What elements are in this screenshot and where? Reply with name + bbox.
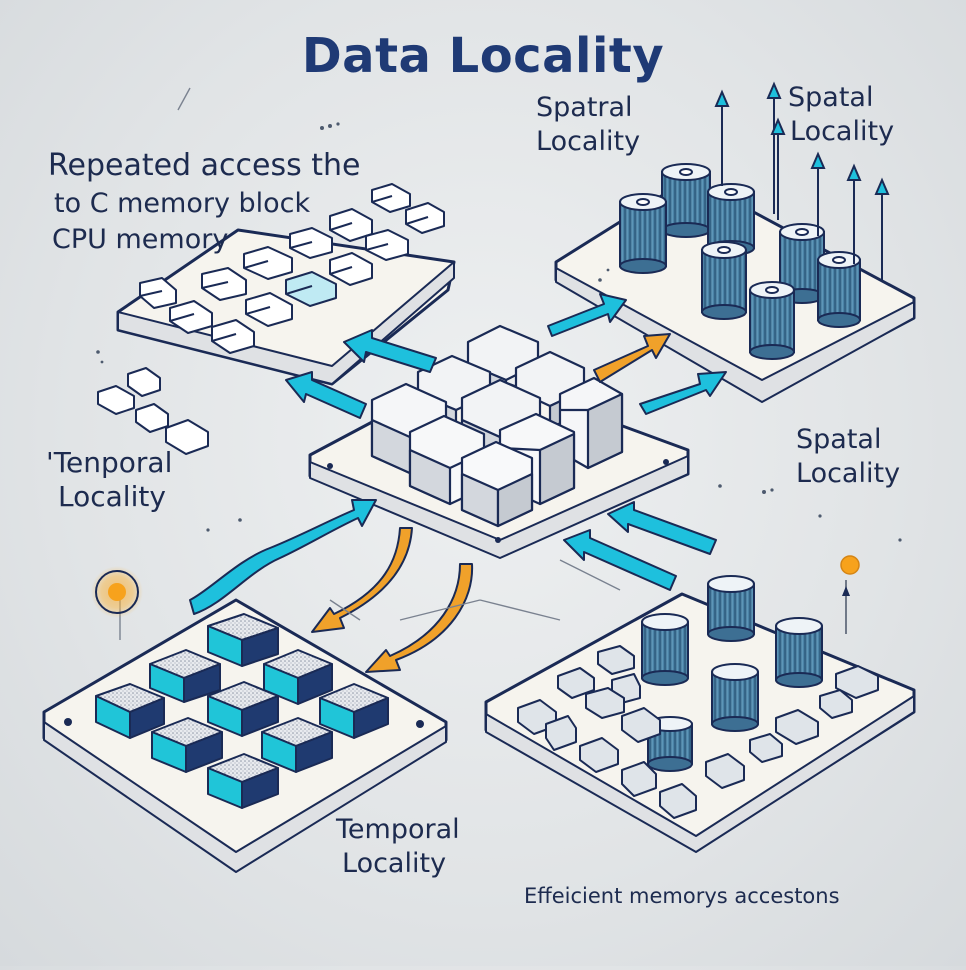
cube-icon [460,440,534,528]
cube-icon [319,683,389,739]
label-footer: Effeicient memorys accestons [524,884,840,908]
center-cube-cluster [370,324,624,528]
label-temporal-bottom-line1: Temporal [336,814,460,845]
label-temporal-bottom-line2: Locality [342,848,447,879]
label-repeated-access-line1: Repeated access the [48,148,361,183]
cube-icon [207,613,279,667]
cylinder-icon [775,617,823,688]
label-repeated-access-line2: to C memory block [54,188,311,219]
label-repeated-access-line3: CPU memory [52,224,229,255]
cube-icon [289,227,333,259]
label-temporal-left-line1: 'Tenporal [46,446,173,479]
cube-icon [139,277,177,309]
cylinder-icon [711,663,759,732]
cube-icon [95,683,165,739]
cylinders-top-right [619,163,861,360]
label-spatal-right-line2: Locality [790,116,895,147]
cube-icon [365,229,409,261]
cube-icon [211,319,255,354]
page-title: Data Locality [301,28,665,84]
connector-lines [119,87,621,640]
cylinder-icon [701,241,747,320]
cylinder-icon [641,613,689,686]
decor-dots [96,122,902,542]
label-spatal-right-line1: Spatal [788,82,874,113]
label-spatal-top-line1: Spatral [536,92,633,123]
cube-icon [405,202,445,234]
cube-icon [149,649,221,703]
label-spatal-top-line2: Locality [536,126,641,157]
cylinder-icon [707,575,755,642]
cube-icon [285,271,337,307]
cylinder-icon [661,163,711,238]
memory-blocks-bottom-left [95,613,389,809]
bulb-icon [840,555,860,634]
upward-pins [714,81,890,280]
cube-icon [207,681,279,737]
cylinder-icon [619,193,667,274]
cylinder-icon [749,281,795,360]
label-temporal-left-line2: Locality [58,480,166,513]
cube-icon [151,717,223,773]
memory-blocks-bottom-right [517,575,879,819]
cube-icon [263,649,333,705]
sun-icon [91,566,143,618]
cube-icon [371,183,411,213]
memory-blocks-top-left [139,183,445,354]
cube-icon [243,246,293,280]
arrow-icon [189,293,727,673]
cube-icon [245,292,293,327]
cube-icon [201,267,247,301]
cube-icon [261,717,333,773]
cube-icon [558,376,624,470]
label-spatal-mid-line2: Locality [796,458,901,489]
loose-cubes [97,367,209,455]
cube-icon [329,208,373,242]
cylinder-icon [817,251,861,328]
label-spatal-mid-line1: Spatal [796,424,882,455]
cube-icon [207,753,279,809]
cube-icon [329,252,373,286]
